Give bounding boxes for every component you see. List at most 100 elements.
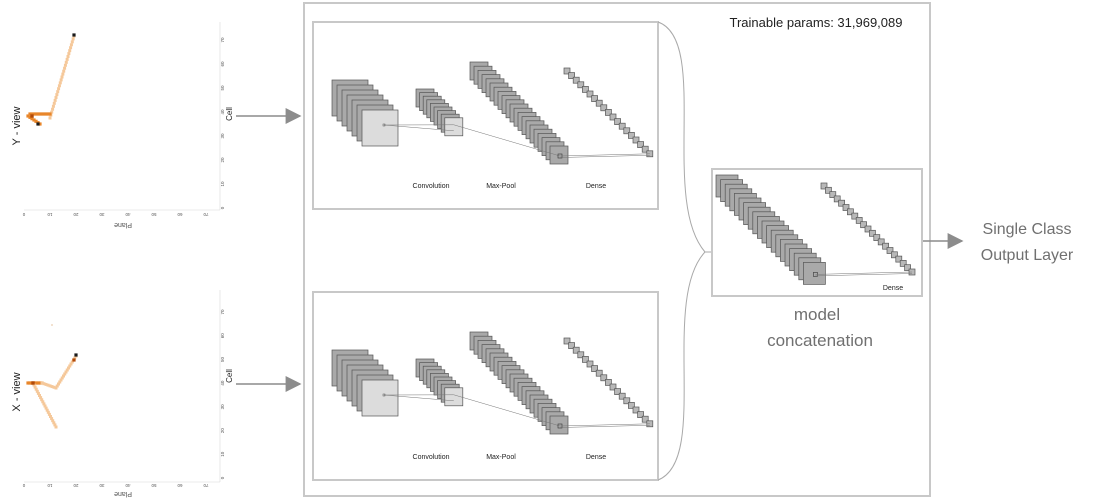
y-tick-label: 0 <box>220 206 225 209</box>
hit-cell <box>60 376 64 380</box>
y-tick-label: 40 <box>220 109 225 115</box>
pool-connector <box>453 394 561 427</box>
hit-cell <box>35 381 39 385</box>
dense-unit <box>641 415 649 423</box>
x-tick-label: 70 <box>203 212 209 217</box>
hit-cell <box>28 112 32 116</box>
dense-unit <box>609 113 617 121</box>
hit-cell <box>46 383 50 387</box>
dense-unit <box>600 104 608 112</box>
hit-cell <box>57 84 61 88</box>
dense-unit <box>614 118 621 125</box>
hit-cell <box>67 366 70 370</box>
x-tick-label: 50 <box>151 483 157 488</box>
concat-connector <box>815 273 913 277</box>
hit-cell <box>56 90 60 94</box>
dense-unit <box>614 388 621 395</box>
y-tick-label: 10 <box>220 451 225 457</box>
concatenation-frame <box>711 168 923 297</box>
concat-dense-unit <box>860 221 867 229</box>
x-view-hits <box>26 324 78 429</box>
hit-cell <box>43 404 47 408</box>
concat-dense-unit <box>882 242 889 250</box>
hit-cell <box>54 386 58 390</box>
dense-unit <box>628 132 635 139</box>
hit-cell <box>30 112 34 116</box>
hit-cell <box>46 112 50 116</box>
pool-label-top: Max-Pool <box>486 183 516 190</box>
hit-cell <box>51 419 55 423</box>
dense-unit <box>605 109 612 116</box>
dense-unit <box>563 337 571 345</box>
y-tick-label: 50 <box>220 356 225 362</box>
cnn-branch-y-view <box>331 61 654 165</box>
hit-cell <box>52 385 56 389</box>
dense-unit <box>577 351 585 359</box>
x-tick-label: 40 <box>125 212 131 217</box>
hit-cell <box>52 421 56 425</box>
hit-cell <box>51 324 53 326</box>
hit-cell <box>44 382 48 386</box>
hit-cell <box>28 381 32 385</box>
hit-cell <box>53 423 57 427</box>
conv-feature-map <box>361 379 399 417</box>
kernel-connector <box>383 394 454 402</box>
hit-cell <box>39 396 43 400</box>
output-label-line1: Single Class <box>983 221 1072 238</box>
pool-label-bottom: Max-Pool <box>486 454 516 461</box>
concat-label-line2: concatenation <box>767 331 873 350</box>
hit-cell <box>35 389 39 393</box>
hit-cell <box>68 364 72 368</box>
y-tick-label: 60 <box>220 61 225 67</box>
hit-cell <box>42 112 46 116</box>
dense-unit <box>641 145 649 153</box>
dense-block <box>549 415 569 435</box>
dense-unit <box>623 127 631 135</box>
hit-cell <box>40 381 44 385</box>
hit-cell <box>32 383 36 387</box>
hit-cell <box>30 117 34 121</box>
hit-cell <box>48 384 52 388</box>
hit-cell <box>26 381 30 385</box>
hit-cell <box>63 372 67 376</box>
y-view-plot-area <box>24 22 220 210</box>
hit-cell <box>46 410 50 414</box>
y-tick-label: 10 <box>220 181 225 187</box>
dense-connector <box>559 153 650 157</box>
concat-connector <box>815 271 913 275</box>
concat-dense-unit <box>842 204 850 211</box>
concat-dense-unit <box>904 264 911 272</box>
y-view-hits <box>26 33 76 126</box>
hit-cell <box>38 381 42 385</box>
hit-cell <box>69 46 73 50</box>
conv-feature-map <box>361 109 399 147</box>
hit-cell <box>54 96 58 99</box>
hit-cell <box>40 112 44 116</box>
hit-cell <box>42 402 46 406</box>
kernel-connector <box>383 124 454 132</box>
hit-cell <box>32 118 36 122</box>
conv-label-bottom: Convolution <box>413 454 450 461</box>
hit-cell <box>58 81 62 85</box>
dense-label-top: Dense <box>586 183 606 190</box>
concat-dense-unit <box>877 238 885 246</box>
x-tick-label: 30 <box>99 212 105 217</box>
x-tick-label: 60 <box>177 483 183 488</box>
hit-cell <box>33 385 37 389</box>
x-view-plane-label: Plane <box>114 490 132 497</box>
dense-unit <box>628 402 635 409</box>
concat-dense-unit <box>899 260 907 267</box>
dense-unit <box>632 136 640 144</box>
hit-cell <box>42 382 46 386</box>
hit-cell <box>60 75 64 79</box>
concat-dense-unit <box>891 251 898 259</box>
dense-unit <box>637 411 644 418</box>
hit-cell <box>74 353 78 357</box>
hit-cell <box>44 406 48 410</box>
concat-dense-unit <box>864 225 872 233</box>
dense-unit <box>632 406 640 414</box>
y-view-label: Y - view <box>11 106 23 145</box>
hit-cell <box>57 87 61 91</box>
